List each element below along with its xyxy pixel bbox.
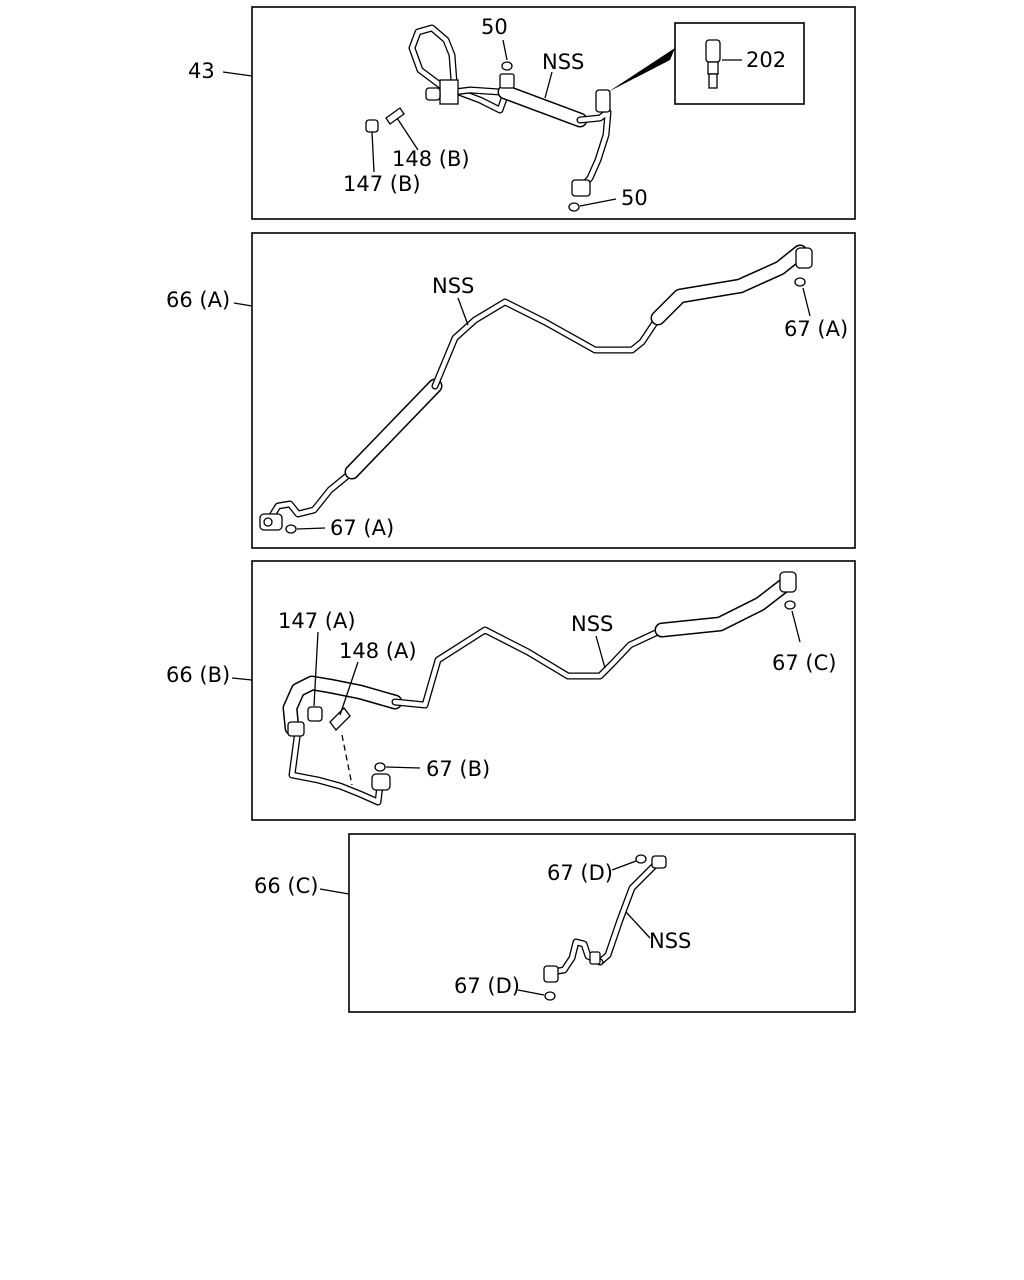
panel-66c-frame — [348, 833, 856, 1013]
inset-frame — [674, 22, 805, 105]
leader-nss-43 — [544, 71, 553, 99]
fitting-sleeve-66b — [287, 721, 305, 737]
fitting-block-bottom — [571, 179, 591, 197]
fitting-top-66c — [651, 855, 667, 869]
callout-66c-leader — [319, 888, 350, 895]
callout-66b: 66 (B) — [166, 663, 230, 687]
leader-nss-66c — [625, 911, 651, 939]
panel-43: 43 202 — [188, 6, 856, 220]
callout-66a: 66 (A) — [166, 288, 230, 312]
leader-nss-66a — [457, 297, 469, 326]
leader-67d-top — [611, 860, 637, 871]
label-147a: 147 (A) — [278, 609, 356, 633]
callout-43: 43 — [188, 59, 215, 83]
leader-50-top — [502, 39, 508, 61]
leader-50-bottom — [579, 198, 617, 207]
label-nss-66c: NSS — [649, 929, 691, 953]
leader-67b — [385, 766, 421, 769]
switch-port — [595, 89, 611, 113]
o-ring-50-top — [501, 61, 513, 71]
callout-43-leader — [222, 71, 253, 77]
o-ring-67c — [784, 600, 796, 610]
label-202: 202 — [746, 48, 786, 72]
label-67c: 67 (C) — [772, 651, 836, 675]
label-147b: 147 (B) — [343, 172, 421, 196]
callout-66b-leader — [231, 677, 253, 681]
leader-147b — [371, 131, 375, 173]
panel-66a: 66 (A) NSS 67 (A) 67 (A) — [166, 232, 856, 549]
o-ring-67d-top — [635, 854, 647, 864]
label-148b: 148 (B) — [392, 147, 470, 171]
pipe-66a — [264, 244, 808, 526]
label-nss-66a: NSS — [432, 274, 474, 298]
panel-43-frame — [251, 6, 856, 220]
pipe-66c — [548, 858, 662, 976]
o-ring-50-bottom — [568, 202, 580, 212]
label-50-top: 50 — [481, 15, 508, 39]
inset-pointer — [608, 48, 675, 92]
valve-cap-147b — [365, 119, 379, 133]
leader-148a — [339, 661, 359, 716]
leader-67a-right — [802, 287, 811, 317]
valve-cap-147a — [307, 706, 323, 722]
leader-147a — [313, 631, 319, 707]
pipe-clamp-66c — [589, 951, 601, 965]
leader-67c — [791, 610, 801, 643]
valve-core-148b — [385, 107, 405, 125]
o-ring-67d-bottom — [544, 991, 556, 1001]
label-67a-right: 67 (A) — [784, 317, 848, 341]
leader-nss-66b — [595, 635, 606, 669]
leader-67d-bottom — [517, 989, 545, 996]
fitting-bottom-66c — [543, 965, 559, 983]
service-port-block — [439, 79, 459, 105]
label-nss-66b: NSS — [571, 612, 613, 636]
label-148a: 148 (A) — [339, 639, 417, 663]
pressure-switch-icon — [705, 39, 721, 89]
panel-66c: 66 (C) 67 (D) NSS 67 (D) — [254, 833, 856, 1013]
label-67d-bottom: 67 (D) — [454, 974, 520, 998]
valve-axis-line — [341, 734, 353, 786]
callout-66c: 66 (C) — [254, 874, 318, 898]
panel-66b-frame — [251, 560, 856, 821]
service-port-nipple — [425, 87, 441, 101]
valve-core-148a — [329, 707, 351, 731]
o-ring-67b — [374, 762, 386, 772]
label-67d-top: 67 (D) — [547, 861, 613, 885]
o-ring-67a-left — [285, 524, 297, 534]
leader-67a-left — [296, 527, 326, 530]
leader-148b — [396, 117, 419, 151]
fitting-nut-top — [499, 73, 515, 89]
o-ring-67a-right — [794, 277, 806, 287]
label-67a-left: 67 (A) — [330, 516, 394, 540]
callout-66a-leader — [233, 302, 253, 307]
label-50-bottom: 50 — [621, 186, 648, 210]
fitting-nut-right — [795, 247, 813, 269]
panel-66a-frame — [251, 232, 856, 549]
fitting-nut-bottom — [371, 773, 391, 791]
fitting-nut-right-66b — [779, 571, 797, 593]
panel-66b: 66 (B) 147 (A) 148 (A) NSS 67 (C) 67 (B) — [166, 560, 856, 821]
pipe-66b — [282, 576, 794, 806]
label-nss-43: NSS — [542, 50, 584, 74]
label-67b: 67 (B) — [426, 757, 490, 781]
fitting-bolt-hole — [263, 517, 273, 527]
